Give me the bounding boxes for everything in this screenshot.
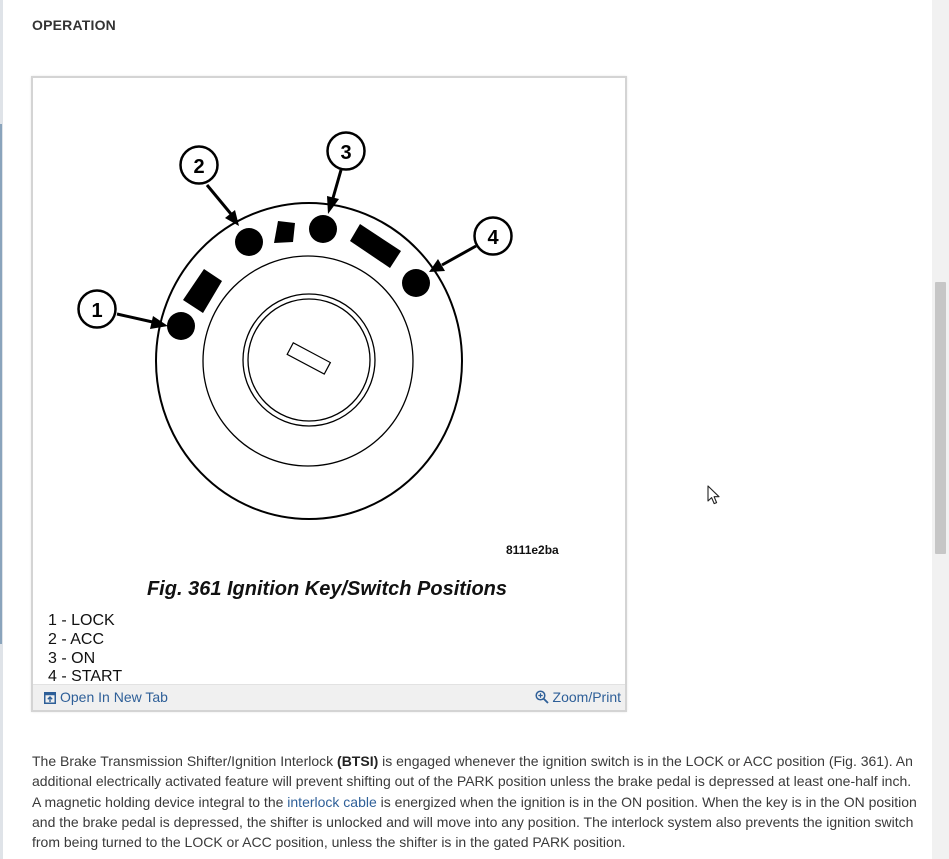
- figure-toolbar: Open In New Tab Zoom/Print: [33, 684, 625, 710]
- scrollbar-thumb[interactable]: [935, 282, 946, 554]
- callout-3-circle: [326, 131, 366, 171]
- magnifier-icon: [534, 690, 549, 704]
- open-in-new-tab-link[interactable]: Open In New Tab: [44, 689, 168, 705]
- open-in-new-tab-label: Open In New Tab: [60, 689, 168, 705]
- legend-item-start: 4 - START: [48, 668, 123, 686]
- vertical-scrollbar[interactable]: [932, 0, 949, 859]
- lock-cylinder-inner: [247, 298, 371, 422]
- marker-on-start-bar: [350, 224, 401, 268]
- callout-3-arrowhead: [327, 196, 339, 214]
- callout-2-arrowhead: [225, 210, 239, 226]
- marker-lock-dot: [167, 312, 195, 340]
- figure-legend: 1 - LOCK 2 - ACC 3 - ON 4 - START: [48, 612, 122, 687]
- callout-1-arrowhead: [150, 316, 168, 329]
- left-panel-edge: [0, 0, 3, 859]
- interlock-cable-link[interactable]: interlock cable: [287, 793, 377, 810]
- switch-outer-ring: [155, 202, 463, 520]
- section-heading: OPERATION: [32, 17, 116, 33]
- callout-1-circle: [77, 289, 117, 329]
- figure-caption: Fig. 361 Ignition Key/Switch Positions: [146, 578, 508, 600]
- legend-item-on: 3 - ON: [48, 649, 96, 667]
- left-panel-strip: [0, 124, 2, 644]
- callout-2-label: 2: [193, 156, 204, 178]
- open-in-new-tab-icon: [44, 692, 56, 704]
- mouse-pointer-icon: [707, 485, 720, 505]
- paragraph-text-3: is energized when the ignition is in the…: [32, 793, 917, 851]
- callout-4-circle: [473, 216, 513, 256]
- callout-4-arrowhead: [429, 259, 445, 272]
- zoom-print-label: Zoom/Print: [552, 689, 621, 705]
- figure-code: 8111e2ba: [506, 543, 559, 557]
- figure-container: 1 2 3 4 8111e2ba Fig. 361 Ignition Key/S…: [31, 76, 627, 712]
- marker-acc-dot: [235, 228, 263, 256]
- legend-item-acc: 2 - ACC: [48, 630, 105, 648]
- marker-acc-on-bar: [274, 221, 295, 243]
- callout-4-label: 4: [487, 227, 499, 249]
- operation-description: The Brake Transmission Shifter/Ignition …: [32, 751, 919, 852]
- btsi-abbreviation: (BTSI): [337, 753, 379, 769]
- key-slot: [286, 342, 332, 375]
- marker-start-dot: [402, 269, 430, 297]
- marker-on-dot: [309, 215, 337, 243]
- callout-1-label: 1: [91, 300, 102, 322]
- zoom-print-link[interactable]: Zoom/Print: [534, 689, 621, 705]
- ignition-switch-diagram[interactable]: 1 2 3 4: [33, 78, 625, 678]
- lock-cylinder-outer: [242, 293, 376, 427]
- switch-middle-ring: [202, 255, 414, 467]
- marker-lock-acc-bar: [183, 269, 222, 313]
- paragraph-text-1: The Brake Transmission Shifter/Ignition …: [32, 753, 338, 769]
- legend-item-lock: 1 - LOCK: [48, 612, 115, 629]
- callout-3-label: 3: [340, 142, 351, 164]
- paragraph-text-2: is engaged whenever the ignition switch …: [32, 753, 913, 810]
- callout-2-circle: [179, 145, 219, 185]
